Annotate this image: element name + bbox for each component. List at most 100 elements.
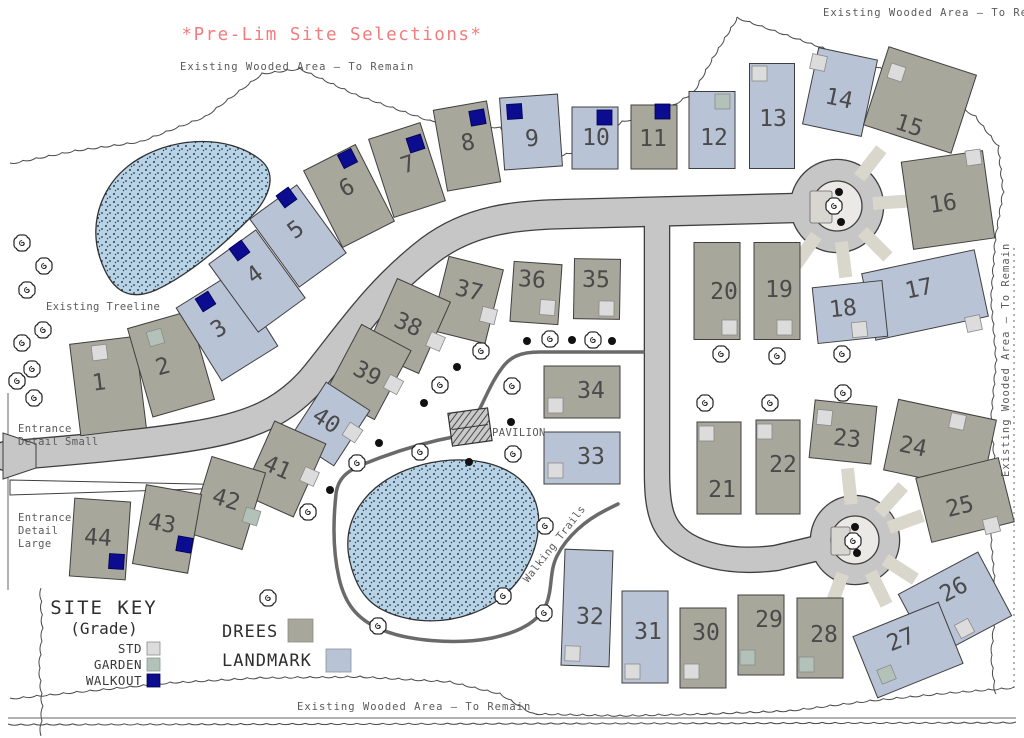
lot-number: 20 (710, 279, 738, 305)
lot-17: 17 (861, 249, 989, 341)
trail-marker-dot (853, 549, 861, 557)
site-key-title: SITE KEY (50, 597, 158, 619)
lot-grade-marker (698, 425, 715, 442)
lot-number: 30 (692, 620, 720, 646)
lot-29: 29 (737, 594, 785, 676)
pavilion-layer (447, 407, 493, 447)
lot-1: 1 (69, 335, 147, 437)
lot-number: 8 (459, 129, 477, 157)
trail-dot-layer (326, 188, 861, 557)
lot-number: 31 (634, 619, 662, 645)
lot-grade-marker (798, 656, 815, 673)
lot-number: 36 (517, 266, 546, 294)
trail-marker-dot (465, 458, 473, 466)
lot-21: 21 (696, 421, 742, 515)
tree-icon (696, 394, 714, 412)
lot-shape (560, 548, 614, 668)
lot-14: 14 (801, 47, 879, 137)
tree-icon (369, 617, 387, 635)
lot-grade-marker (564, 645, 581, 662)
lot-grade-marker (145, 327, 166, 348)
lot-2: 2 (126, 310, 216, 418)
lot-8: 8 (432, 100, 502, 192)
lot-37: 37 (430, 255, 504, 345)
lot-grade-marker (714, 93, 731, 110)
tree-icon (494, 587, 512, 605)
lot-22: 22 (755, 419, 801, 515)
tree-icon (541, 330, 559, 348)
lot-number: 33 (577, 444, 605, 470)
lot-grade-marker (721, 319, 738, 336)
tree-icon (535, 604, 553, 622)
tree-icon (503, 377, 521, 395)
lot-grade-marker (953, 617, 976, 640)
trail-marker-dot (326, 486, 334, 494)
lot-13: 13 (749, 63, 795, 169)
lot-number: 12 (700, 125, 728, 151)
driveway-spoke (841, 467, 858, 505)
lot-5: 5 (249, 184, 347, 288)
lot-grade-marker (598, 300, 615, 317)
tree-icon (504, 445, 522, 463)
lot-number: 44 (83, 524, 112, 552)
lot-grade-marker (108, 553, 125, 570)
label-pavilion: PAVILION (492, 427, 546, 439)
tree-icon (431, 376, 449, 394)
walking-trail (474, 350, 645, 418)
builder-key: DREES LANDMARK (222, 618, 352, 673)
lot-11: 11 (630, 103, 678, 170)
lot-number: 16 (927, 189, 958, 219)
label-entrance-large-line3: Large (18, 538, 52, 550)
lot-25: 25 (915, 457, 1015, 543)
lot-33: 33 (543, 431, 621, 485)
lot-number: 17 (903, 273, 936, 304)
lot-shape (900, 150, 996, 250)
lot-35: 35 (572, 258, 622, 320)
site-key-subtitle: (Grade) (70, 619, 137, 638)
lot-16: 16 (900, 148, 996, 250)
trail-marker-dot (835, 188, 843, 196)
lot-grade-marker (228, 239, 251, 262)
tree-icon (825, 197, 843, 215)
label-entrance-large-line1: Entrance (18, 512, 72, 524)
entrance-detail-shape (2, 432, 37, 480)
lot-grade-marker (425, 331, 446, 352)
lot-number: 23 (832, 425, 862, 454)
lot-number: 18 (828, 295, 858, 324)
lot-grade-marker (981, 515, 1002, 536)
tree-icon (844, 532, 862, 550)
lot-12: 12 (688, 91, 736, 169)
tree-icon (25, 389, 43, 407)
lot-grade-marker (241, 506, 262, 527)
driveway-spoke (834, 240, 853, 279)
tree-icon (472, 342, 490, 360)
label-layer: *Pre-Lim Site Selections* Existing Woode… (18, 7, 1024, 713)
lot-grade-marker (596, 109, 613, 126)
lot-grade-marker (547, 397, 564, 414)
lot-number: 19 (765, 277, 793, 303)
driveway-spoke (864, 569, 893, 608)
lot-grade-marker (336, 147, 359, 170)
lot-grade-marker (382, 373, 405, 396)
label-wooded-top-left: Existing Wooded Area – To Remain (180, 61, 414, 73)
lot-20: 20 (693, 242, 741, 340)
lot-grade-marker (341, 421, 364, 444)
lot-41: 41 (241, 420, 327, 518)
tree-icon (13, 334, 31, 352)
tree-icon (8, 372, 26, 390)
driveway-spoke (881, 554, 919, 585)
lot-grade-marker (275, 186, 298, 209)
pond-texture (347, 459, 539, 621)
lot-grade-marker (90, 343, 109, 362)
lot-23: 23 (808, 399, 878, 465)
lot-grade-marker (739, 649, 756, 666)
pond-layer (95, 140, 540, 622)
tree-icon (18, 281, 36, 299)
lot-number: 22 (769, 452, 797, 478)
lot-shape (862, 46, 978, 154)
tree-icon (712, 345, 730, 363)
lot-number: 35 (582, 267, 610, 293)
lot-grade-marker (964, 148, 983, 167)
lot-number: 29 (755, 607, 783, 633)
